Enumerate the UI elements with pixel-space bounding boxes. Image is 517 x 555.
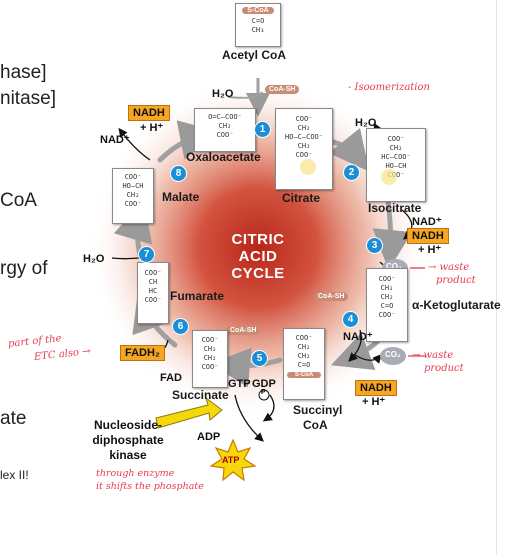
fumarate-label: Fumarate <box>170 289 225 303</box>
step-3-badge: 3 <box>366 237 383 254</box>
note-waste1b: product <box>436 275 476 286</box>
kinase-arrow <box>155 396 223 429</box>
gtp-label: GTP <box>228 378 251 390</box>
nad-right: NAD⁺ <box>412 216 442 228</box>
coash-top: CoA-SH <box>265 85 300 94</box>
step-5-badge: 5 <box>251 350 268 367</box>
citrate-label: Citrate <box>282 191 321 205</box>
left-fragment-6: lex II! <box>0 468 29 482</box>
left-fragment-5: ate <box>0 408 27 429</box>
co2-circle-2 <box>380 347 406 365</box>
succinyl-coa-label-1: Succinyl <box>293 403 343 417</box>
note-enzyme1: through enzyme <box>96 468 175 479</box>
scoa-tag: S-CoA <box>242 7 274 14</box>
isocitrate-label: Isocitrate <box>368 201 422 215</box>
note-isomerization: - Isoomerization <box>348 82 430 93</box>
step-8-badge: 8 <box>170 165 187 182</box>
nad-top-left: NAD⁺ <box>100 134 130 146</box>
cycle-title-line3: CYCLE <box>231 265 285 282</box>
h2o-right: H₂O <box>355 117 377 129</box>
step-2-badge: 2 <box>343 164 360 181</box>
co2-label-1: CO₂ <box>386 262 402 271</box>
fad-label: FAD <box>160 372 182 384</box>
nad-lower: NAD⁺ <box>343 331 373 343</box>
cycle-title-line1: CITRIC <box>231 231 285 248</box>
page-edge <box>496 0 497 555</box>
succinate-label: Succinate <box>172 388 229 402</box>
left-fragment-1: hase] <box>0 62 47 83</box>
succinyl-coa-label-2: CoA <box>303 418 328 432</box>
step-6-badge: 6 <box>172 318 189 335</box>
h2o-left: H₂O <box>83 253 105 265</box>
hplus-right: + H⁺ <box>418 244 442 256</box>
step-1-badge: 1 <box>254 121 271 138</box>
note-waste2b: product <box>424 363 464 374</box>
cycle-title: CITRIC ACID CYCLE <box>216 231 300 282</box>
left-fragment-3: CoA <box>0 190 37 211</box>
kinase-line2: diphosphate <box>92 433 164 447</box>
atp-label: ATP <box>222 455 240 465</box>
nadh-right: NADH <box>407 228 449 244</box>
atp-star <box>209 438 257 482</box>
coash-mid: CoA-SH <box>314 292 349 301</box>
coash-bottom: CoA-SH <box>226 326 261 335</box>
left-fragment-2: nitase] <box>0 88 56 109</box>
cycle-title-line2: ACID <box>238 248 278 265</box>
acetyl-coa-label: Acetyl CoA <box>222 48 287 62</box>
nadh-lower: NADH <box>355 380 397 396</box>
hplus-lower: + H⁺ <box>362 396 386 408</box>
co2-label-2: CO₂ <box>385 350 401 359</box>
hplus-top-left: + H⁺ <box>140 122 164 134</box>
pi-label: P <box>261 389 266 396</box>
kinase-label: Nucleoside- diphosphate kinase <box>76 418 180 463</box>
nadh-top-left: NADH <box>128 105 170 121</box>
oxaloacetate-label: Oxaloacetate <box>186 150 261 164</box>
kinase-line3: kinase <box>109 448 147 462</box>
adp-label: ADP <box>197 431 221 443</box>
note-waste1a: → waste <box>428 262 470 273</box>
fadh2-label: FADH₂ <box>120 345 165 361</box>
h2o-top: H₂O <box>212 88 234 100</box>
note-enzyme2: it shifts the phosphate <box>96 481 204 492</box>
left-fragment-4: rgy of <box>0 258 48 279</box>
step-4-badge: 4 <box>342 311 359 328</box>
kinase-line1: Nucleoside- <box>93 418 162 432</box>
gdp-label: GDP <box>252 378 276 390</box>
malate-label: Malate <box>162 190 200 204</box>
ketoglutarate-label: α-Ketoglutarate <box>412 298 501 312</box>
note-waste2a: → waste <box>412 350 454 361</box>
scoa-tag-2: S-CoA <box>287 372 321 378</box>
step-7-badge: 7 <box>138 246 155 263</box>
pi-circle <box>258 389 270 401</box>
